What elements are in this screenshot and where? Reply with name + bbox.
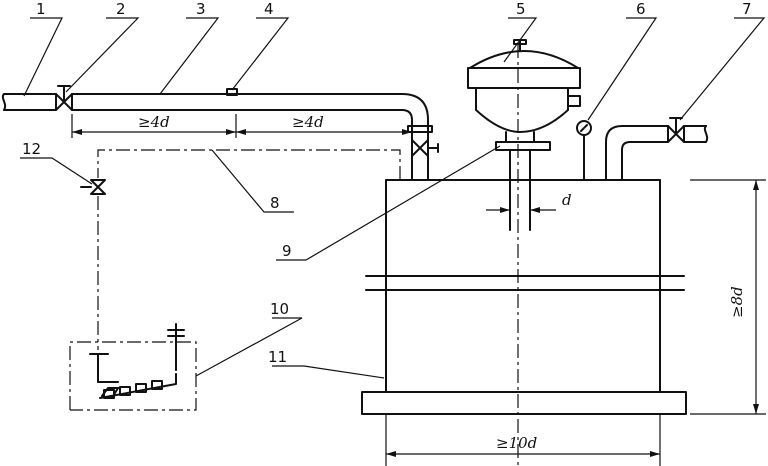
callout-3: 3	[196, 0, 206, 18]
inlet-nozzle	[509, 149, 531, 231]
flange-9	[495, 141, 551, 151]
pressure-gauge	[576, 120, 592, 181]
dim-width	[385, 414, 661, 466]
tank	[361, 179, 687, 415]
pipe-flange	[407, 125, 433, 133]
main-pipe	[71, 93, 429, 133]
outlet-pipe	[605, 117, 709, 181]
drain-valve	[80, 179, 106, 195]
callout-12: 12	[22, 140, 41, 158]
dim-width-label: ≥10d	[496, 434, 537, 452]
callout-11: 11	[268, 348, 287, 366]
callout-9: 9	[282, 242, 292, 260]
callout-2: 2	[116, 0, 126, 18]
callout-7: 7	[742, 0, 752, 18]
callout-10: 10	[270, 300, 289, 318]
inlet-valve	[55, 85, 73, 111]
callout-1: 1	[36, 0, 46, 18]
dim-pipe-run	[71, 114, 412, 138]
drain-line	[97, 149, 401, 350]
callout-4: 4	[264, 0, 274, 18]
leader-lines	[20, 17, 766, 379]
inlet-pipe	[1, 93, 57, 111]
callout-6: 6	[636, 0, 646, 18]
downleg-valve	[411, 131, 439, 181]
dim-nozzle-label: d	[562, 191, 572, 209]
dim-pipe-right-label: ≥4d	[292, 113, 324, 131]
dim-height	[690, 179, 766, 415]
dim-nozzle	[486, 207, 556, 213]
dim-height-label: ≥8d	[728, 286, 746, 318]
collection-box	[69, 323, 197, 411]
dim-pipe-left-label: ≥4d	[138, 113, 170, 131]
callout-8: 8	[270, 194, 280, 212]
callout-5: 5	[516, 0, 526, 18]
dome-filter	[467, 39, 581, 143]
sampling-port	[226, 88, 238, 96]
